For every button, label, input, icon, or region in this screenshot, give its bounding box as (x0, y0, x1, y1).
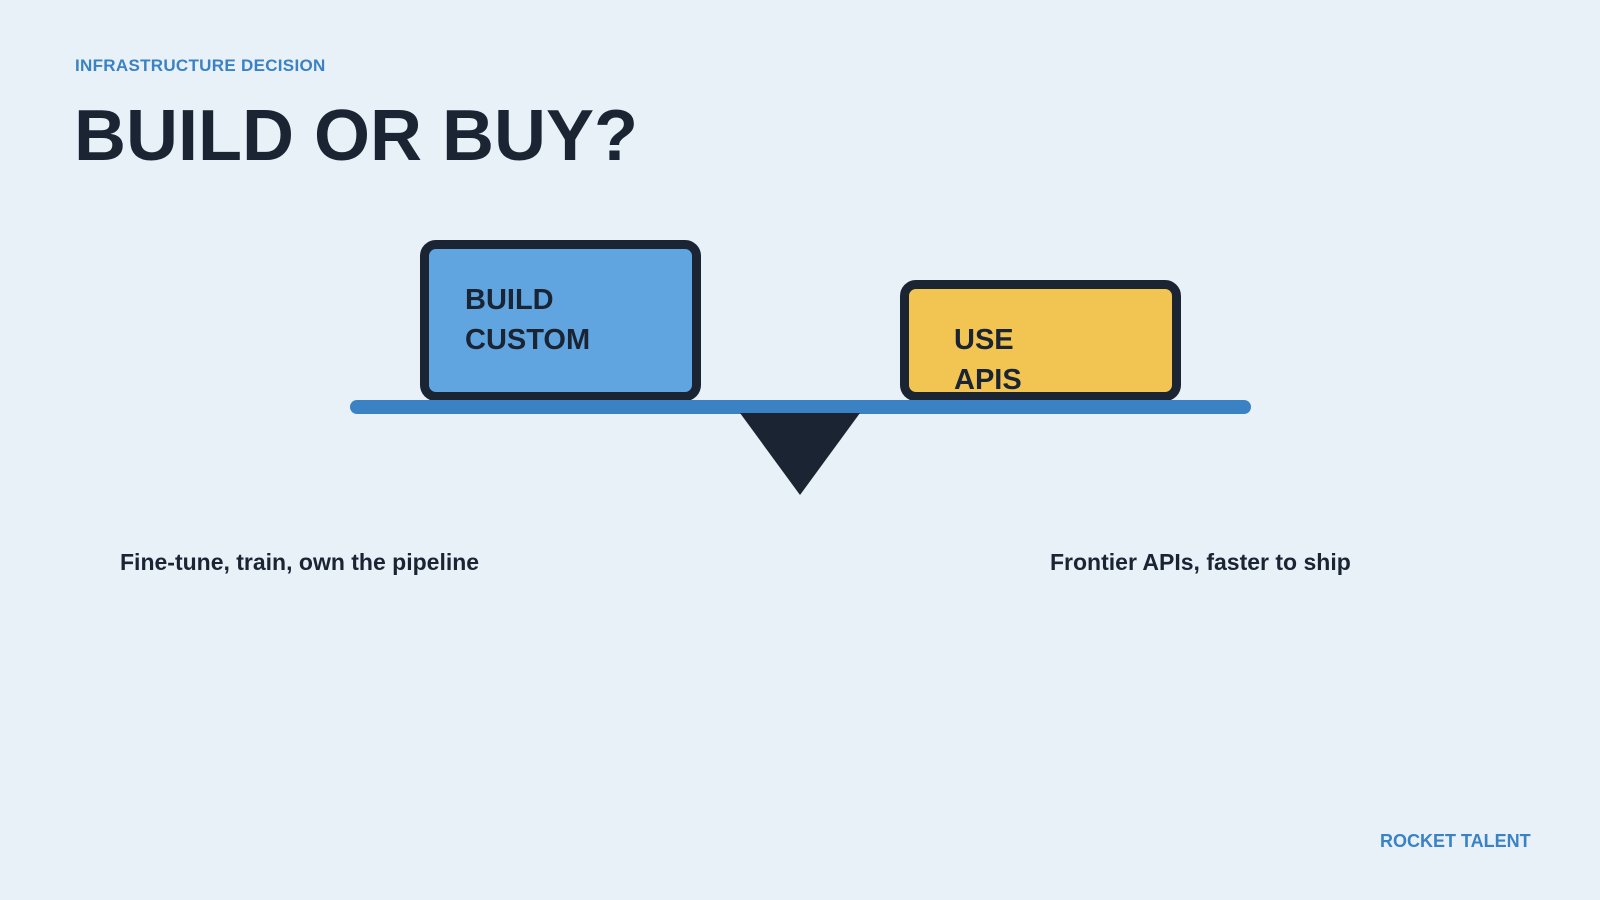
eyebrow-label: INFRASTRUCTURE DECISION (75, 56, 326, 75)
build-custom-box: BUILD CUSTOM (420, 240, 701, 401)
use-apis-label-line2: APIS (954, 364, 1022, 396)
page-title: BUILD OR BUY? (74, 96, 638, 176)
fulcrum-triangle (740, 413, 860, 495)
scale-beam (350, 400, 1251, 414)
build-custom-label-line1: BUILD (465, 284, 554, 316)
build-custom-description: Fine-tune, train, own the pipeline (120, 549, 480, 575)
use-apis-label: USE APIS (954, 320, 1022, 400)
use-apis-description: Frontier APIs, faster to ship (1050, 549, 1351, 575)
use-apis-label-line1: USE (954, 324, 1014, 356)
use-apis-box: USE APIS (900, 280, 1181, 401)
build-custom-label-line2: CUSTOM (465, 324, 591, 356)
build-custom-label: BUILD CUSTOM (465, 280, 590, 360)
brand-logo-text: ROCKET TALENT (1380, 831, 1531, 851)
